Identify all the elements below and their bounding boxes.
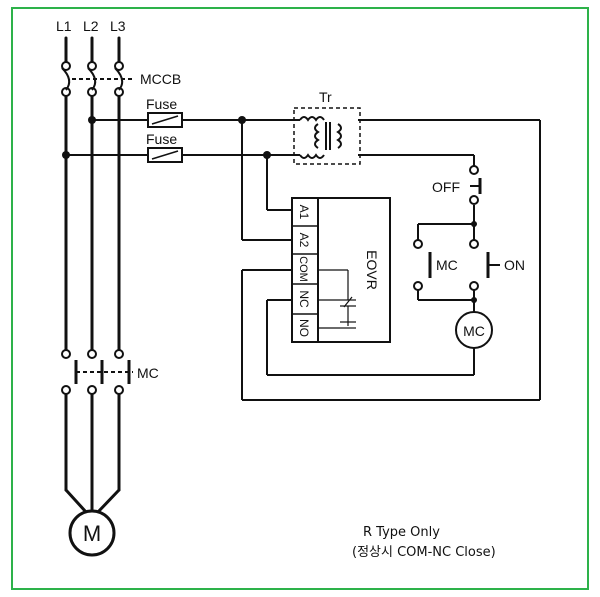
diagram-border <box>11 7 589 590</box>
phase-label-l2: L2 <box>83 18 99 34</box>
fuse-2-label: Fuse <box>146 131 177 147</box>
eovr-label: EOVR <box>364 250 380 290</box>
junction-dots <box>62 116 477 303</box>
mc-coil <box>455 311 493 349</box>
on-label: ON <box>504 257 525 273</box>
motor-label: M <box>83 521 101 546</box>
fuse-1 <box>147 112 183 128</box>
power-lines <box>64 36 121 514</box>
eovr-relay <box>291 197 391 343</box>
motor <box>68 509 116 557</box>
terminal-a2: A2 <box>297 233 311 248</box>
main-contactor <box>61 349 133 395</box>
control-wiring <box>66 119 541 401</box>
mccb-breaker <box>61 61 135 97</box>
phase-label-l3: L3 <box>110 18 126 34</box>
off-pushbutton <box>469 165 482 205</box>
transformer-label: Tr <box>319 89 332 105</box>
mc-coil-label: MC <box>463 323 485 339</box>
relay-internal-contacts <box>318 269 356 329</box>
mc-aux-label: MC <box>436 257 458 273</box>
phase-label-l1: L1 <box>56 18 72 34</box>
terminal-no: NO <box>297 319 311 337</box>
note-r-type: R Type Only <box>363 525 440 540</box>
terminal-a1: A1 <box>297 205 311 220</box>
main-contactor-label: MC <box>137 365 159 381</box>
mc-aux-contact <box>413 239 432 291</box>
transformer <box>293 107 361 165</box>
terminal-nc: NC <box>297 290 311 308</box>
fuse-2 <box>147 147 183 163</box>
on-pushbutton <box>469 239 500 291</box>
note-com-nc: (정상시 COM-NC Close) <box>352 545 496 560</box>
fuse-1-label: Fuse <box>146 96 177 112</box>
terminal-com: COM <box>297 256 309 282</box>
off-label: OFF <box>432 179 460 195</box>
mccb-label: MCCB <box>140 71 181 87</box>
